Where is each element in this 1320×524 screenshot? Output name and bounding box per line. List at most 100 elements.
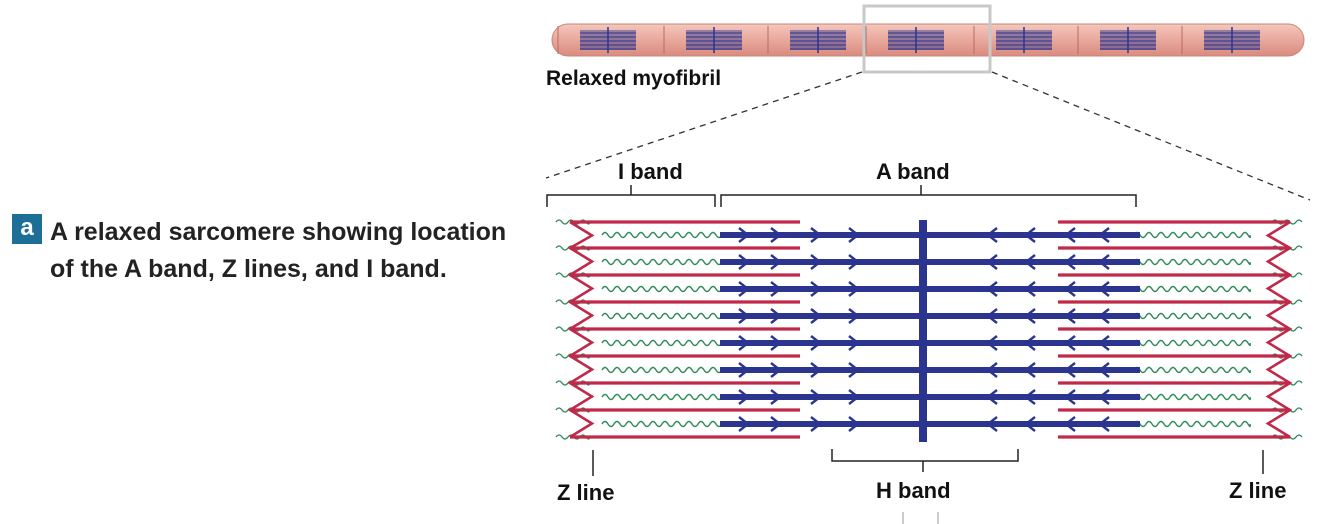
myosin-head <box>1064 335 1076 351</box>
myosin-head <box>1098 416 1110 432</box>
titin-spring-right <box>1133 366 1251 374</box>
myofibril-a-band <box>1100 27 1156 53</box>
myosin-head <box>986 362 998 378</box>
myofibril <box>551 23 1305 57</box>
titin-spring-right <box>1133 258 1251 266</box>
myosin-head <box>810 254 822 270</box>
myosin-head <box>770 416 782 432</box>
a-band-bracket <box>720 185 1137 207</box>
titin-spring-right <box>1133 393 1251 401</box>
zoom-box <box>862 4 992 74</box>
myosin-head <box>848 335 860 351</box>
myosin-head <box>810 416 822 432</box>
i-band-bracket <box>546 185 716 207</box>
myosin-head <box>1064 362 1076 378</box>
myosin-head <box>738 389 750 405</box>
myosin-head <box>770 308 782 324</box>
myosin-head <box>738 362 750 378</box>
caption-text: A relaxed sarcomere showing location of … <box>50 218 507 283</box>
myosin-head <box>848 254 860 270</box>
myosin-head <box>1098 362 1110 378</box>
myosin-head <box>848 362 860 378</box>
myosin-head <box>1024 416 1036 432</box>
myosin-head <box>1064 227 1076 243</box>
myosin-head <box>1024 362 1036 378</box>
titin-spring-left <box>601 366 723 374</box>
myosin-head <box>1064 308 1076 324</box>
myosin-head <box>1098 308 1110 324</box>
myosin-head <box>770 335 782 351</box>
myosin-head <box>738 281 750 297</box>
myofibril-a-band <box>790 27 846 53</box>
myofibril-a-band <box>996 27 1052 53</box>
h-band-label: H band <box>876 478 951 503</box>
myosin-head <box>1064 281 1076 297</box>
myosin-head <box>770 254 782 270</box>
titin-spring-left <box>601 393 723 401</box>
myosin-head <box>1098 389 1110 405</box>
titin-spring-right <box>1133 285 1251 293</box>
myosin-head <box>986 308 998 324</box>
myosin-head <box>848 281 860 297</box>
myosin-head <box>1098 281 1110 297</box>
myosin-head <box>986 281 998 297</box>
titin-spring-left <box>601 420 723 428</box>
myosin-head <box>770 362 782 378</box>
myofibril-a-band <box>1204 27 1260 53</box>
myosin-head <box>986 389 998 405</box>
myosin-head <box>810 281 822 297</box>
i-band-label: I band <box>618 159 683 184</box>
myosin-head <box>986 227 998 243</box>
myosin-head <box>1024 389 1036 405</box>
myosin-head <box>810 389 822 405</box>
titin-spring-left <box>601 285 723 293</box>
titin-spring-right <box>1133 312 1251 320</box>
a-band-label: A band <box>876 159 950 184</box>
titin-spring-right <box>1133 231 1251 239</box>
zoom-line-right <box>991 71 1311 201</box>
zoom-line-left <box>545 71 863 179</box>
myosin-head <box>738 335 750 351</box>
titin-spring-left <box>601 258 723 266</box>
myosin-head <box>1024 308 1036 324</box>
myofibril-bands <box>557 26 1260 54</box>
myofibril-a-band <box>686 27 742 53</box>
myofibril-body <box>551 23 1305 57</box>
myosin-head <box>1024 335 1036 351</box>
myosin-head <box>848 308 860 324</box>
myosin-head <box>738 254 750 270</box>
myosin-head <box>770 281 782 297</box>
myosin-head <box>810 362 822 378</box>
myosin-head <box>1098 335 1110 351</box>
myosin-head <box>1064 254 1076 270</box>
myofibril-a-band <box>888 27 944 53</box>
titin-spring-left <box>601 312 723 320</box>
h-band-bracket <box>831 449 1019 524</box>
myosin-head <box>770 227 782 243</box>
myofibril-a-band <box>580 27 636 53</box>
myosin-head <box>738 308 750 324</box>
myosin-head <box>1024 227 1036 243</box>
myosin-head <box>1098 227 1110 243</box>
z-line-right-label: Z line <box>1229 478 1286 503</box>
myosin-head <box>810 335 822 351</box>
myosin-head <box>1024 254 1036 270</box>
myosin-head <box>986 416 998 432</box>
titin-spring-left <box>601 231 723 239</box>
myosin-head <box>738 227 750 243</box>
titin-spring-left <box>601 339 723 347</box>
myosin-head <box>738 416 750 432</box>
myosin-head <box>986 254 998 270</box>
myosin-head <box>1064 416 1076 432</box>
myosin-head <box>848 416 860 432</box>
myofibril-label: Relaxed myofibril <box>546 67 721 90</box>
myosin-head <box>986 335 998 351</box>
myosin-head <box>810 308 822 324</box>
myosin-head <box>848 389 860 405</box>
sarcomere <box>555 219 1303 442</box>
myosin-head <box>770 389 782 405</box>
titin-spring-right <box>1133 339 1251 347</box>
titin-spring-right <box>1133 420 1251 428</box>
myosin-head <box>1064 389 1076 405</box>
